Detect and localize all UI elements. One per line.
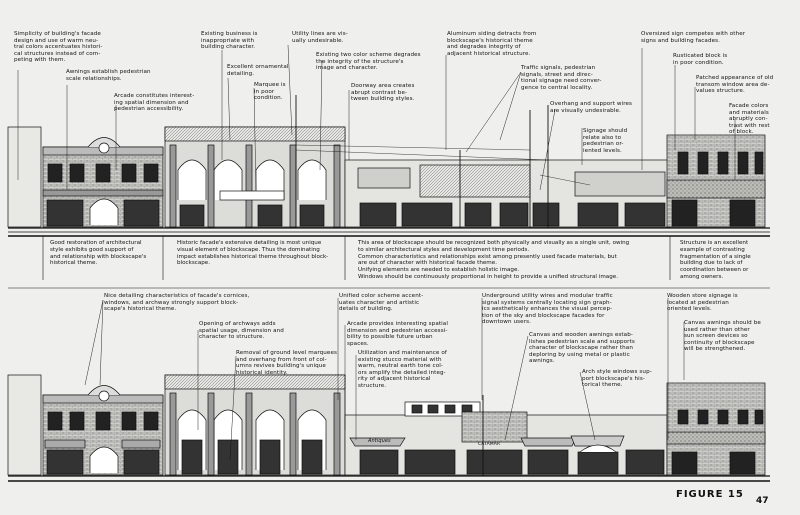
caption-fragmentation: Structure is an excellent example of con… <box>680 240 751 280</box>
note-aluminum-siding: Aluminum siding detracts from blockscape… <box>447 31 537 57</box>
note-simplicity: Simplicity of building's facade design a… <box>14 31 103 64</box>
note-facade-colors: Facade colors and materials abruptly con… <box>729 103 770 136</box>
top-elevation <box>7 44 770 280</box>
note-arch-windows: Arch style windows sup- port blockscape'… <box>582 369 652 389</box>
note-archways: Opening of archways adds spatial usage, … <box>199 321 284 341</box>
note-patched: Patched appearance of old transom window… <box>696 75 774 95</box>
note-oversized-sign: Oversized sign competes with other signs… <box>641 31 746 44</box>
note-existing-business: Existing business is inappropriate with … <box>201 31 258 51</box>
note-stucco: Utilization and maintenance of existing … <box>358 350 447 389</box>
caption-good-restoration: Good restoration of architectural style … <box>50 240 147 267</box>
note-canvas-awnings: Canvas and wooden awnings estab- lishes … <box>529 332 635 365</box>
note-overhang: Overhang and support wires are visually … <box>550 101 633 114</box>
page-number: 47 <box>756 496 769 506</box>
note-arcade-future: Arcade provides interesting spatial dime… <box>347 321 448 347</box>
note-doorway: Doorway area creates abrupt contrast be-… <box>351 83 415 103</box>
note-marquee-removal: Removal of ground level marquees and ove… <box>236 350 338 376</box>
note-traffic-signals: Traffic signals, pedestrian signals, str… <box>521 65 602 91</box>
note-wooden-signage: Wooden store signage is located at pedes… <box>667 293 738 313</box>
note-rusticated: Rusticated block is in poor condition. <box>673 53 728 66</box>
note-awnings: Awnings establish pedestrian scale relat… <box>66 69 151 82</box>
note-detailing: Nice detailing characteristics of facade… <box>104 293 250 313</box>
sign-antiques: Antiques <box>368 438 391 444</box>
note-utility-lines: Utility lines are vis- ually undesirable… <box>292 31 348 44</box>
caption-historic-facade: Historic facade's extensive detailing is… <box>177 240 329 267</box>
bottom-elevation <box>7 287 770 482</box>
note-ornamental: Excellent ornamental detailing. <box>227 64 289 77</box>
note-canvas-continuity: Canvas awnings should be used rather tha… <box>684 320 761 353</box>
note-arcade: Arcade constitutes interest- ing spatial… <box>114 93 195 113</box>
figure-label: FIGURE 15 <box>676 489 744 500</box>
caption-blockscape-unit: This area of blockscape should be recogn… <box>358 240 630 280</box>
note-color-scheme: Existing two color scheme degrades the i… <box>316 52 421 72</box>
sign-catamar: CATAMAR <box>478 442 501 447</box>
note-signage: Signage should relate also to pedestrian… <box>583 128 628 154</box>
note-marquee: Marquee is in poor condition. <box>254 82 286 102</box>
note-underground-wires: Underground utility wires and modular tr… <box>482 293 613 326</box>
note-unified-color: Unified color scheme accent- uates chara… <box>339 293 424 313</box>
